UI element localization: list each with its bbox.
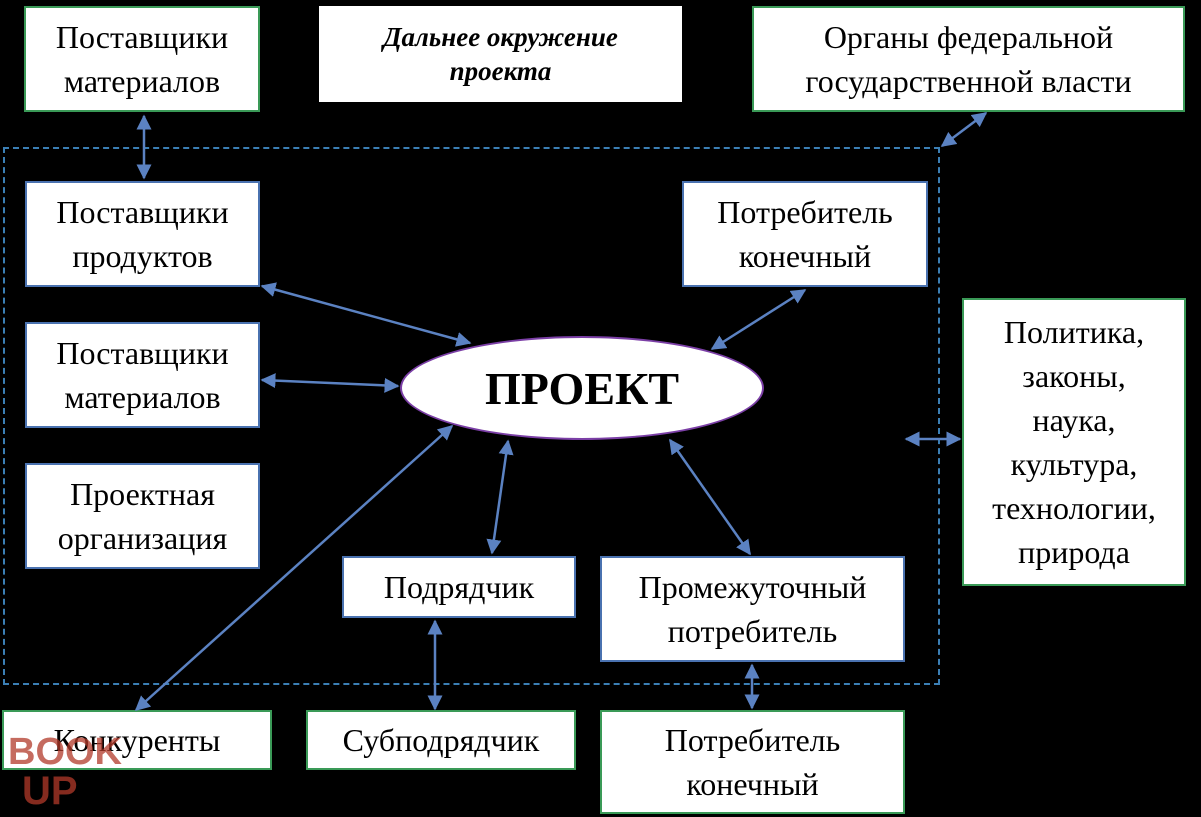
bookup-watermark-logo: BOOK UP xyxy=(8,731,123,808)
end-consumer-inner-box: Потребитель конечный xyxy=(682,181,928,287)
competitors-box: Конкуренты xyxy=(2,710,272,770)
arrow-materials-inner-to-project xyxy=(260,373,400,393)
end-consumer-outer-box: Потребитель конечный xyxy=(600,710,905,814)
arrow-contractor-to-project xyxy=(486,439,514,555)
suppliers-materials-outer-box: Поставщики материалов xyxy=(24,6,260,112)
subcontractor-box: Субподрядчик xyxy=(306,710,576,770)
arrow-products-to-project xyxy=(260,282,472,347)
politics-laws-box: Политика, законы, наука, культура, техно… xyxy=(962,298,1186,586)
project-ellipse: ПРОЕКТ xyxy=(400,336,764,440)
near-environment-frame xyxy=(3,147,940,685)
watermark-line1: BOOK xyxy=(8,731,123,773)
watermark-line2: UP xyxy=(22,769,78,808)
arrow-competitors-to-project xyxy=(134,424,454,712)
arrow-intermediate-to-project xyxy=(668,438,752,556)
diagram-title: Дальнее окружение проекта xyxy=(319,6,682,102)
arrow-authorities-to-frame xyxy=(940,112,988,147)
federal-authorities-box: Органы федеральной государственной власт… xyxy=(752,6,1185,112)
suppliers-products-box: Поставщики продуктов xyxy=(25,181,260,287)
intermediate-consumer-box: Промежуточный потребитель xyxy=(600,556,905,662)
arrow-end-consumer-to-project xyxy=(710,288,807,351)
